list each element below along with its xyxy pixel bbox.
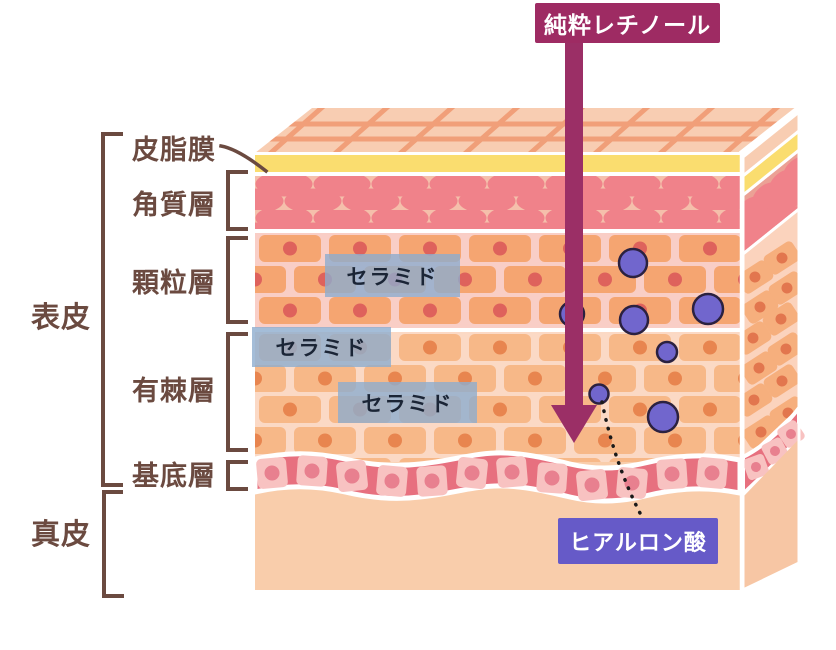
label-dermis: 真皮 [30, 519, 91, 551]
dermis-bracket [102, 490, 124, 598]
basal-bracket [226, 460, 248, 491]
label-basal-layer: 基底層 [132, 461, 216, 491]
retinol-banner-label: 純粋レチノール [543, 12, 712, 38]
side-dermis [743, 439, 799, 590]
spinous-bracket [226, 332, 248, 452]
retinol-particles [558, 247, 725, 434]
sebum-pointer-line [218, 143, 269, 174]
skin-front-face [252, 155, 743, 590]
corneum-bracket [226, 170, 248, 231]
ceramide-tag-3: セラミド [338, 382, 477, 423]
label-epidermis: 表皮 [30, 302, 91, 334]
retinol-penetration-arrow [551, 43, 597, 443]
basal-layer-band [252, 450, 743, 504]
hyaluronic-particle [588, 383, 610, 405]
stratum-corneum-band [255, 176, 740, 229]
label-spinous-layer: 有棘層 [132, 376, 216, 406]
ceramide-tag-2: セラミド [252, 327, 391, 367]
label-sebum-film: 皮脂膜 [132, 135, 216, 165]
dotted-pointer-line [600, 400, 643, 517]
label-stratum-corneum: 角質層 [132, 190, 216, 220]
side-bricks [743, 241, 799, 449]
granular-bracket [226, 236, 248, 324]
retinol-banner: 純粋レチノール [535, 3, 720, 43]
hyaluronic-acid-tag: ヒアルロン酸 [558, 518, 718, 564]
skin-side-face [741, 108, 805, 593]
sebum-film-band [255, 155, 740, 172]
basal-cells [256, 455, 728, 501]
label-granular-layer: 顆粒層 [132, 268, 216, 298]
skin-top-surface [255, 108, 795, 153]
ceramide-tag-1: セラミド [325, 254, 460, 297]
epidermis-bracket [101, 132, 123, 487]
label-brackets [101, 132, 269, 598]
